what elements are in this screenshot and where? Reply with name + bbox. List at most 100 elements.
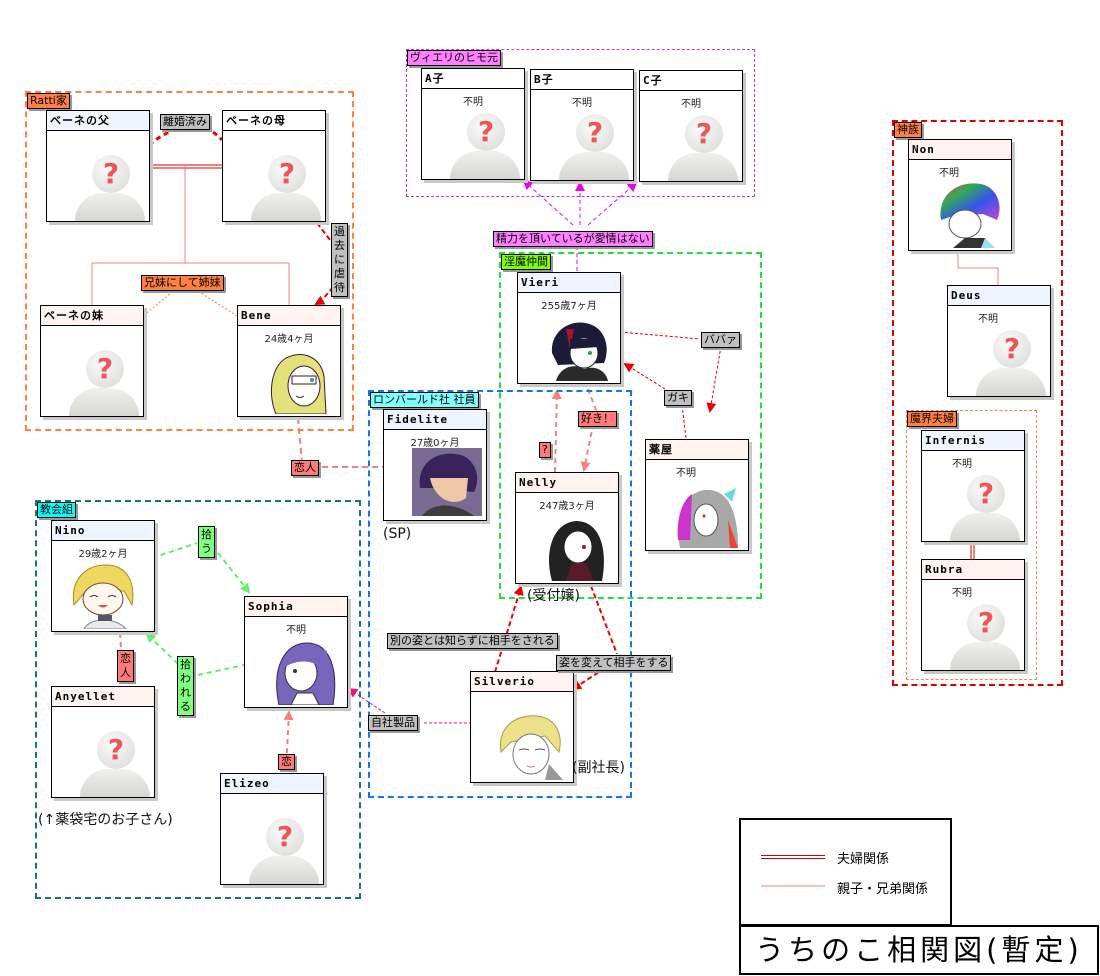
card-name: Non [909, 140, 1011, 160]
portrait-nelly [549, 521, 604, 581]
card-bene-father[interactable]: ベーネの父 ? [46, 110, 150, 222]
card-age: 247歳3ヶ月 [539, 501, 595, 512]
card-bene[interactable]: Bene 24歳4ヶ月 [237, 305, 341, 417]
card-infernis[interactable]: Infernis 不明 ? [921, 430, 1025, 542]
group-gods: 神族 [892, 120, 1063, 686]
note-silverio: (副社長) [572, 760, 625, 776]
portrait-bene [270, 354, 327, 414]
portrait-kusuriya [677, 488, 738, 548]
tag-siblings: 兄妹にして姉妹 [141, 275, 224, 291]
tag-question: ? [539, 442, 551, 458]
card-kusuriya[interactable]: 薬屋 不明 [645, 439, 749, 551]
card-age: 不明 [676, 468, 696, 479]
note-nelly: (受付嬢) [527, 588, 580, 604]
card-nino[interactable]: Nino 29歳2ヶ月 [51, 520, 155, 632]
group-label-gods: 神族 [894, 122, 922, 138]
tag-suki: 好き！ [578, 411, 617, 427]
double-line-icon [761, 855, 825, 859]
tag-love: 恋 [278, 754, 295, 770]
unknown-avatar-icon: ? [75, 155, 145, 221]
note-fidelite: (SP) [383, 526, 412, 542]
legend: 夫婦関係 親子・兄弟関係 [739, 818, 952, 926]
card-age: 不明 [681, 99, 701, 110]
card-name: Deus [948, 286, 1050, 306]
card-name: B子 [531, 70, 633, 90]
card-age: 不明 [572, 98, 592, 109]
unknown-avatar-icon: ? [80, 731, 150, 797]
card-non[interactable]: Non 不明 [908, 139, 1012, 251]
unknown-avatar-icon: ? [251, 155, 321, 221]
tag-lovers-bene: 恋人 [291, 460, 319, 476]
card-age: 255歳7ヶ月 [541, 301, 597, 312]
card-name: 薬屋 [646, 440, 748, 460]
card-name: ベーネの母 [223, 111, 325, 131]
note-anyellet: (↑薬袋宅のお子さん) [38, 812, 173, 828]
card-b-ko[interactable]: B子 不明 ? [530, 69, 634, 181]
group-label-ratti: Ratti家 [27, 93, 70, 109]
unknown-avatar-icon: ? [249, 818, 319, 884]
card-age: 不明 [286, 625, 306, 636]
group-label-incubus: 淫魔仲間 [501, 254, 551, 270]
group-label-lombard: ロンバールド社 社員 [370, 392, 479, 408]
card-nelly[interactable]: Nelly 247歳3ヶ月 [515, 472, 619, 584]
unknown-avatar-icon: ? [450, 113, 520, 179]
tag-lovers-nino: 恋人 [117, 650, 134, 682]
unknown-avatar-icon: ? [976, 330, 1046, 396]
group-demon-couple: 魔界夫婦 [906, 410, 1037, 680]
tag-unknowing: 別の姿とは知らずに相手をされる [387, 633, 558, 649]
card-name: ベーネの父 [47, 111, 149, 131]
group-church: 教会組 [35, 500, 361, 899]
card-bene-mother[interactable]: ベーネの母 ? [222, 110, 326, 222]
card-age: 不明 [939, 168, 959, 179]
card-vieri[interactable]: Vieri 255歳7ヶ月 [517, 272, 621, 384]
tag-vieri-exes: 精力を頂いているが愛情はない [493, 231, 653, 247]
card-c-ko[interactable]: C子 不明 ? [639, 70, 743, 182]
portrait-nino [72, 564, 134, 629]
tag-picks-up: 拾う [198, 526, 215, 558]
group-label-church: 教会組 [37, 502, 76, 518]
card-deus[interactable]: Deus 不明 ? [947, 285, 1051, 397]
unknown-avatar-icon: ? [950, 475, 1020, 541]
tag-gaki: ガキ [664, 390, 692, 406]
page-title: うちのこ相関図(暫定) [739, 925, 1099, 975]
single-line-icon [761, 885, 825, 887]
card-name: Sophia [245, 597, 347, 617]
card-name: Fidelite [384, 410, 486, 430]
card-name: Infernis [922, 431, 1024, 451]
card-age: 不明 [952, 459, 972, 470]
tag-disguised: 姿を変えて相手をする [556, 655, 672, 671]
card-name: ベーネの妹 [41, 306, 143, 326]
card-name: Anyellet [52, 687, 154, 707]
card-age: 不明 [463, 97, 483, 108]
group-vieri-exes: ヴィエリのヒモ元 [406, 49, 755, 197]
card-age: 不明 [952, 588, 972, 599]
card-age: 不明 [978, 314, 998, 325]
card-fidelite[interactable]: Fidelite 27歳0ヶ月 [383, 409, 487, 521]
portrait-vieri [551, 322, 608, 381]
group-label-vieri-exes: ヴィエリのヒモ元 [407, 50, 501, 66]
card-elizeo[interactable]: Elizeo ? [220, 773, 324, 885]
card-bene-sister[interactable]: ベーネの妹 ? [40, 305, 144, 417]
card-name: C子 [640, 71, 742, 91]
card-name: Nino [52, 521, 154, 541]
card-sophia[interactable]: Sophia 不明 [244, 596, 348, 708]
card-name: Vieri [518, 273, 620, 293]
unknown-avatar-icon: ? [668, 115, 738, 181]
legend-label: 夫婦関係 [837, 852, 890, 867]
portrait-silverio [500, 715, 563, 780]
portrait-non [940, 183, 1000, 248]
card-anyellet[interactable]: Anyellet ? [51, 686, 155, 798]
card-a-ko[interactable]: A子 不明 ? [421, 68, 525, 180]
card-name: Silverio [471, 672, 573, 692]
unknown-avatar-icon: ? [950, 604, 1020, 670]
card-silverio[interactable]: Silverio [470, 671, 574, 783]
tag-product: 自社製品 [368, 715, 418, 731]
card-rubra[interactable]: Rubra 不明 ? [921, 559, 1025, 671]
card-age: 24歳4ヶ月 [264, 334, 314, 345]
card-age: 27歳0ヶ月 [410, 438, 460, 449]
unknown-avatar-icon: ? [69, 350, 139, 416]
card-name: Rubra [922, 560, 1024, 580]
legend-label: 親子・兄弟関係 [837, 882, 929, 897]
group-label-demon-couple: 魔界夫婦 [907, 411, 957, 427]
card-name: Bene [238, 306, 340, 326]
